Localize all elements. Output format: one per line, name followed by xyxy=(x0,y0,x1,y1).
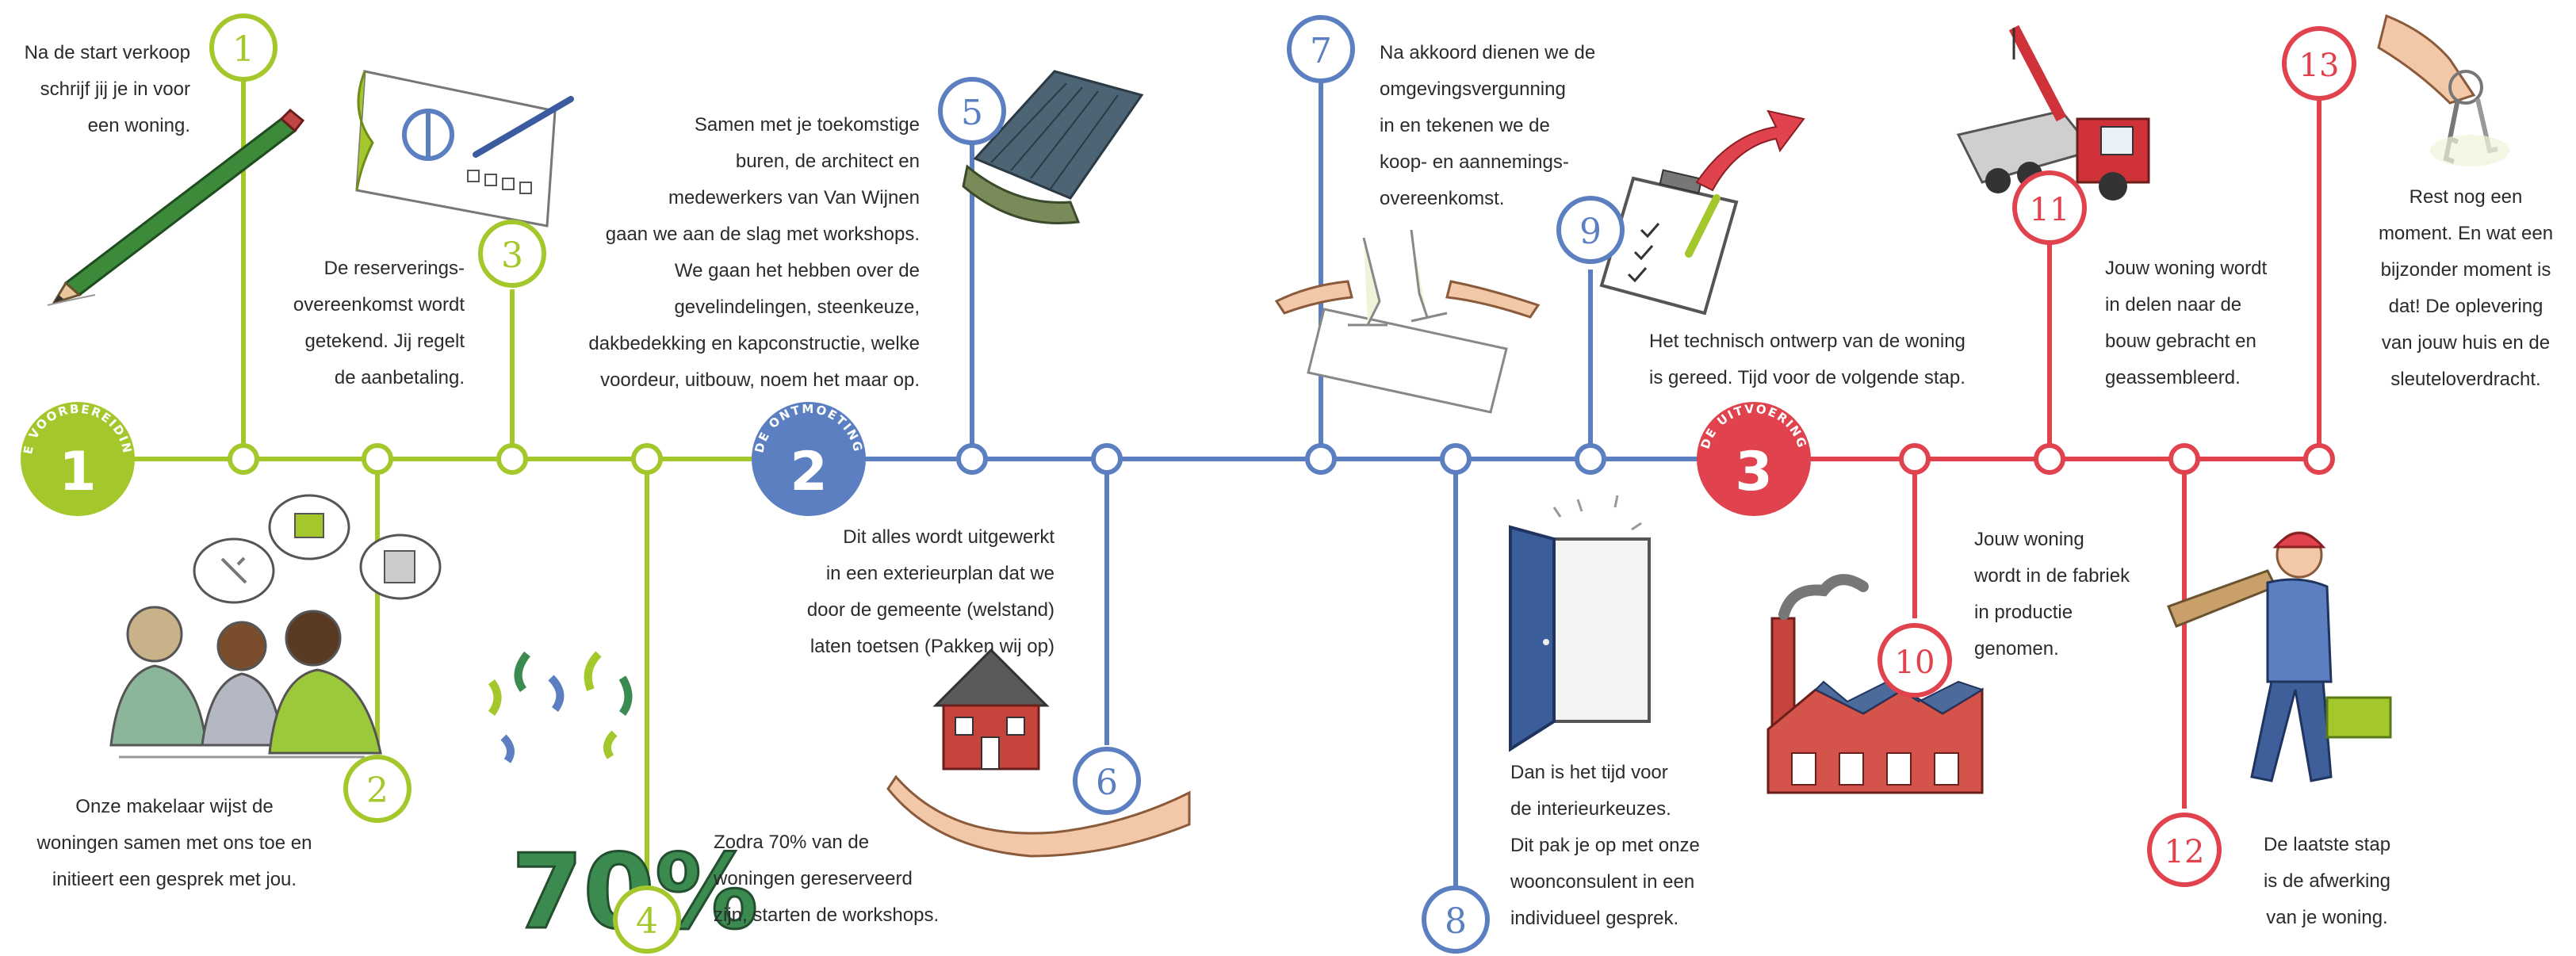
step-9-text: Het technisch ontwerp van de woning is g… xyxy=(1649,331,1965,388)
step-8-number: 8 xyxy=(1445,901,1467,942)
step-12-text: De laatste stap is de afwerking van je w… xyxy=(2263,834,2391,928)
step-10-text: Jouw woning wordt in de fabriek in produ… xyxy=(1974,529,2130,660)
step-11-text: Jouw woning wordt in delen naar de bouw … xyxy=(2105,258,2268,388)
step-4-text: Zodra 70% van de woningen gereserveerd z… xyxy=(714,832,940,926)
step-badge-10: 10 xyxy=(1877,623,1952,698)
step-3-text: De reserverings- overeenkomst wordt gete… xyxy=(293,258,465,388)
step-1-number: 1 xyxy=(232,29,255,70)
step-6-number: 6 xyxy=(1096,763,1118,803)
step-13-text: Rest nog een moment. En wat een bijzonde… xyxy=(2378,186,2554,390)
step-11-number: 11 xyxy=(2030,192,2070,228)
junction-markers xyxy=(228,443,2335,475)
step-2-text: Onze makelaar wijst de woningen samen me… xyxy=(36,796,312,890)
step-badge-12: 12 xyxy=(2147,813,2222,887)
phase-badge-2: DE ONTMOETING 2 xyxy=(752,402,866,516)
step-2-number: 2 xyxy=(366,771,389,811)
signing-document-icon xyxy=(355,70,574,228)
step-badge-4: 4 xyxy=(613,885,681,954)
step-badge-1: 1 xyxy=(209,13,278,82)
crane-truck-icon xyxy=(1956,25,2150,201)
step-10-number: 10 xyxy=(1895,644,1935,681)
step-5-text: Samen met je toekomstige buren, de archi… xyxy=(588,114,920,391)
step-5-number: 5 xyxy=(961,93,983,133)
phase-1-number: 1 xyxy=(59,441,96,503)
step-6-text: Dit alles wordt uitgewerkt in een exteri… xyxy=(806,526,1055,657)
step-7-text: Na akkoord dienen we de omgevingsvergunn… xyxy=(1380,42,1596,209)
champagne-toast-icon xyxy=(1274,229,1541,414)
step-1-text: Na de start verkoop schrijf jij je in vo… xyxy=(24,42,190,136)
phase-2-number: 2 xyxy=(790,441,827,503)
step-badge-5: 5 xyxy=(938,77,1006,145)
step-8-text: Dan is het tijd voor de interieurkeuzes.… xyxy=(1510,762,1700,929)
step-badge-2: 2 xyxy=(343,755,411,823)
phase-badge-3: DE UITVOERING 3 xyxy=(1697,402,1811,516)
pencil-icon xyxy=(47,108,305,306)
step-badge-11: 11 xyxy=(2012,170,2087,245)
step-badge-6: 6 xyxy=(1073,747,1141,815)
step-3-number: 3 xyxy=(501,235,523,276)
step-badge-8: 8 xyxy=(1422,885,1490,954)
step-badge-9: 9 xyxy=(1556,196,1625,264)
phase-3-number: 3 xyxy=(1735,441,1772,503)
step-badge-3: 3 xyxy=(478,220,546,288)
step-badge-13: 13 xyxy=(2282,26,2356,101)
open-door-icon xyxy=(1509,495,1651,752)
step-connectors xyxy=(241,71,2321,896)
step-7-number: 7 xyxy=(1310,31,1332,71)
step-9-number: 9 xyxy=(1579,212,1602,252)
step-12-number: 12 xyxy=(2165,834,2205,870)
house-in-hand-icon xyxy=(886,648,1191,858)
factory-icon xyxy=(1766,574,1985,794)
step-4-number: 4 xyxy=(636,901,658,942)
step-badge-7: 7 xyxy=(1287,15,1355,83)
construction-worker-icon xyxy=(2167,531,2392,782)
meeting-people-icon xyxy=(109,494,442,759)
roof-tile-icon xyxy=(962,70,1144,225)
house-keys-icon xyxy=(2377,13,2509,166)
step-13-number: 13 xyxy=(2299,48,2340,84)
clipboard-checklist-icon xyxy=(1599,109,1805,315)
